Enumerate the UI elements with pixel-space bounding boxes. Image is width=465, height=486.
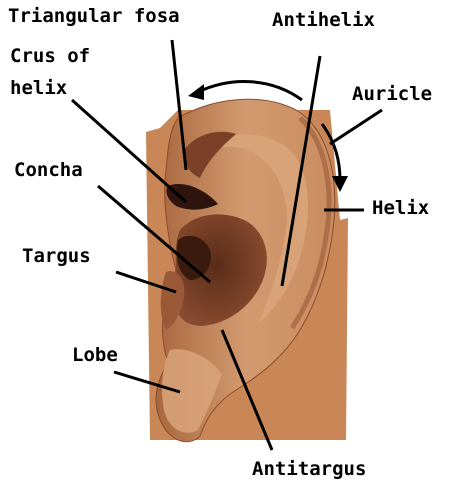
leader-auricle	[330, 110, 382, 144]
auricle-arrow-head-left	[188, 84, 204, 100]
label-antitargus: Antitargus	[252, 459, 366, 480]
label-auricle: Auricle	[352, 84, 432, 105]
label-concha: Concha	[14, 160, 83, 181]
auricle-arrow-arc	[198, 82, 302, 100]
label-antihelix: Antihelix	[272, 10, 375, 31]
label-crus-of-helix-line2: helix	[10, 78, 67, 99]
label-triangular-fosa: Triangular fosa	[8, 6, 180, 27]
label-helix: Helix	[372, 198, 429, 219]
label-crus-of-helix-line1: Crus of	[10, 46, 90, 67]
label-lobe: Lobe	[72, 345, 118, 366]
label-targus: Targus	[22, 246, 91, 267]
